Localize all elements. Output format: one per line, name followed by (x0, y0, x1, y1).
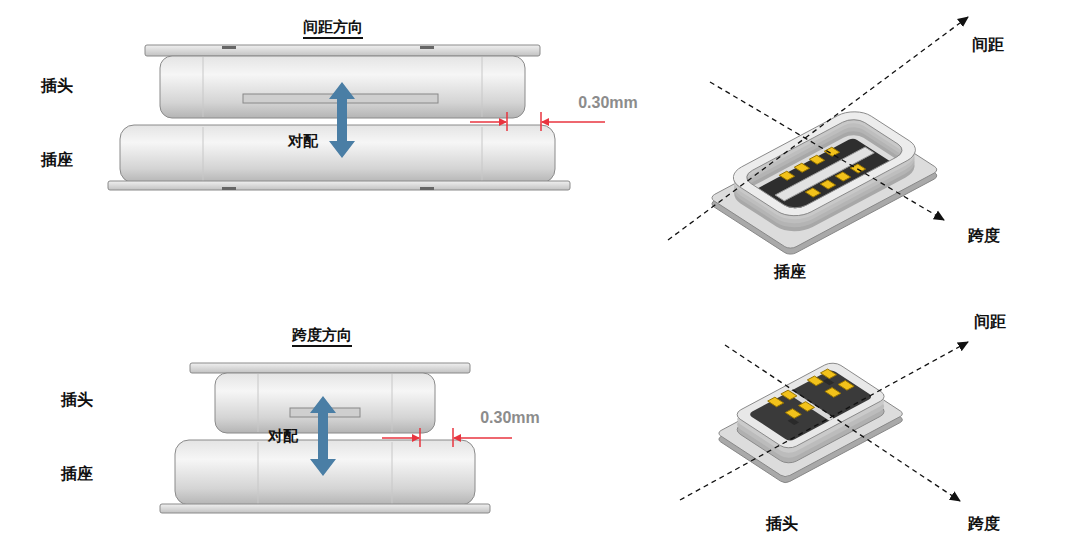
part-name: 插座 (41, 150, 73, 169)
socket-side-view (482, 127, 483, 182)
plug-side-view (482, 57, 483, 117)
plug-3d-view (838, 381, 854, 391)
part-name: 插座 (61, 464, 93, 483)
socket-3d-view (809, 155, 824, 164)
socket-3d-view (724, 106, 926, 221)
section-heading: 跨度方向 (292, 326, 352, 347)
dimension: 0.30mm (578, 93, 638, 112)
mating-arrow (310, 396, 336, 476)
socket-3d-view (740, 116, 908, 212)
socket-3d-view (724, 106, 926, 221)
mating-label: 对配 (268, 427, 298, 445)
plug-3d-view (785, 409, 801, 419)
axis-line (710, 82, 944, 220)
socket-side-view (392, 442, 393, 504)
plug-side-view (392, 374, 393, 432)
axis-label: 跨度 (968, 226, 1000, 245)
socket-side-view (420, 187, 434, 190)
plug-3d-view (788, 418, 799, 425)
mating-arrow (329, 82, 355, 158)
gap-dimension (506, 112, 508, 131)
socket-3d-view (779, 171, 794, 180)
gap-dimension (452, 428, 454, 447)
axis-line (680, 342, 968, 500)
plug-3d-view (732, 365, 888, 455)
gap-dimension (542, 121, 605, 123)
plug-3d-view (732, 365, 888, 455)
plug-3d-view (823, 378, 834, 385)
plug-3d-view (732, 360, 888, 450)
socket-3d-view (775, 147, 874, 201)
part-name: 插头 (61, 390, 93, 409)
plug-3d-view (821, 369, 837, 379)
axis-label: 间距 (974, 312, 1006, 331)
part-name: 插头 (766, 514, 798, 533)
socket-3d-view (824, 147, 839, 156)
socket-side-view (222, 187, 236, 190)
axis-line (668, 17, 968, 240)
gap-dimension (382, 437, 419, 439)
gap-dimension (470, 112, 605, 131)
plug-3d-view (768, 397, 784, 407)
gap-dimension (382, 428, 512, 447)
part-name: 插座 (774, 262, 806, 281)
socket-3d-view (820, 180, 835, 189)
mating-label: 对配 (288, 132, 318, 150)
socket-3d-view (732, 111, 917, 217)
gap-dimension (454, 437, 512, 439)
plug-3d-view (716, 360, 905, 484)
axis-line (725, 345, 960, 501)
plug-side-view (190, 363, 470, 433)
plug-3d-view (825, 388, 841, 398)
plug-side-view (420, 46, 434, 49)
gap-dimension (540, 112, 542, 131)
gap-dimension (419, 428, 421, 447)
socket-3d-view (732, 111, 917, 217)
socket-3d-view (740, 116, 908, 212)
part-name: 插头 (41, 76, 73, 95)
plug-side-view (258, 374, 259, 432)
socket-3d-view (835, 172, 850, 181)
socket-3d-view (775, 147, 874, 201)
axis-label: 跨度 (968, 514, 1000, 533)
plug-side-view (203, 57, 204, 117)
socket-side-view (160, 504, 490, 513)
plug-side-view (190, 363, 470, 373)
plug-3d-view (799, 402, 815, 412)
axis-line (680, 342, 968, 501)
section-heading: 间距方向 (303, 18, 363, 39)
plug-side-view (145, 45, 540, 56)
socket-side-view (258, 442, 259, 504)
dimension: 0.30mm (480, 408, 540, 427)
socket-3d-view (805, 188, 820, 197)
socket-side-view (203, 127, 204, 182)
socket-3d-view (709, 106, 940, 256)
axis-line (668, 17, 968, 240)
plug-side-view (222, 46, 236, 49)
plug-3d-view (807, 376, 823, 386)
socket-3d-view (794, 163, 809, 172)
gap-dimension (470, 121, 506, 123)
socket-side-view (108, 181, 570, 190)
axis-label: 间距 (972, 35, 1004, 54)
plug-3d-view (732, 360, 888, 450)
